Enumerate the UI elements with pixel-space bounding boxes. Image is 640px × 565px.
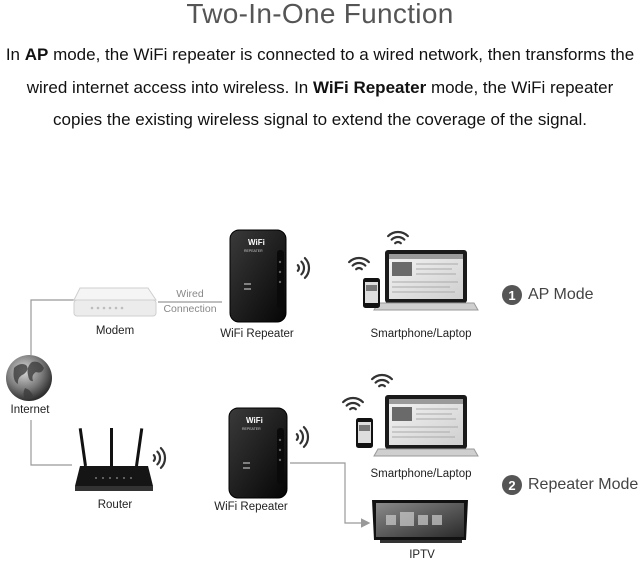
iptv-icon (372, 500, 468, 543)
device-top-label: Smartphone/Laptop (370, 328, 472, 340)
wifi-icon-repeater-top (296, 257, 311, 279)
wired-connection-label-line1: Wired (176, 288, 204, 300)
repeater-iptv-line (290, 462, 371, 528)
connection-lines (30, 299, 371, 528)
router-icon (75, 428, 153, 491)
repeater-mode-number-badge: 2 (502, 475, 522, 495)
description-line-1: In AP mode, the WiFi repeater is connect… (5, 45, 635, 64)
wifi-icon-laptop-top (387, 230, 409, 245)
ap-mode-label: 1 AP Mode (502, 285, 594, 305)
laptop-top-icon (373, 250, 479, 311)
iptv-label: IPTV (409, 549, 435, 561)
wifi-signal-icons (152, 230, 409, 469)
wifi-icon-router (152, 447, 167, 469)
wifi-repeater-top-icon: WiFi REPEATER (229, 229, 287, 323)
wired-connection-label-line2: Connection (163, 303, 217, 315)
repeater-top-brand-sub: REPEATER (244, 249, 263, 253)
repeater-mode-text: Repeater Mode (528, 476, 639, 493)
page-title: Two-In-One Function (186, 0, 454, 29)
repeater-top-brand: WiFi (248, 238, 265, 247)
internet-router-line (30, 420, 72, 466)
phone-bottom-icon (356, 418, 373, 448)
wifi-icon-phone-bottom (342, 396, 364, 411)
repeater-bottom-brand-sub: REPEATER (242, 427, 261, 431)
repeater-bottom-brand: WiFi (246, 416, 263, 425)
laptop-bottom-icon (373, 395, 479, 457)
ap-mode-number-badge: 1 (502, 285, 522, 305)
description-line-3: copies the existing wireless signal to e… (53, 110, 587, 129)
phone-top-icon (363, 278, 380, 308)
internet-globe-icon (6, 355, 52, 401)
repeater-top-label: WiFi Repeater (220, 328, 294, 340)
repeater-bottom-label: WiFi Repeater (214, 501, 288, 513)
wifi-icon-repeater-bottom (295, 426, 310, 448)
modem-icon (73, 287, 157, 317)
wifi-icon-laptop-bottom (371, 373, 393, 388)
internet-modem-line (30, 299, 75, 355)
device-bottom-label: Smartphone/Laptop (370, 468, 472, 480)
ap-mode-text: AP Mode (528, 286, 594, 303)
repeater-mode-label: 2 Repeater Mode (502, 475, 638, 495)
modem-label: Modem (95, 325, 135, 337)
description-line-2: wired internet access into wireless. In … (26, 78, 614, 97)
router-label: Router (97, 499, 133, 511)
wifi-icon-phone-top (348, 256, 370, 271)
internet-label: Internet (10, 404, 50, 416)
wifi-repeater-bottom-icon: WiFi REPEATER (228, 407, 288, 499)
